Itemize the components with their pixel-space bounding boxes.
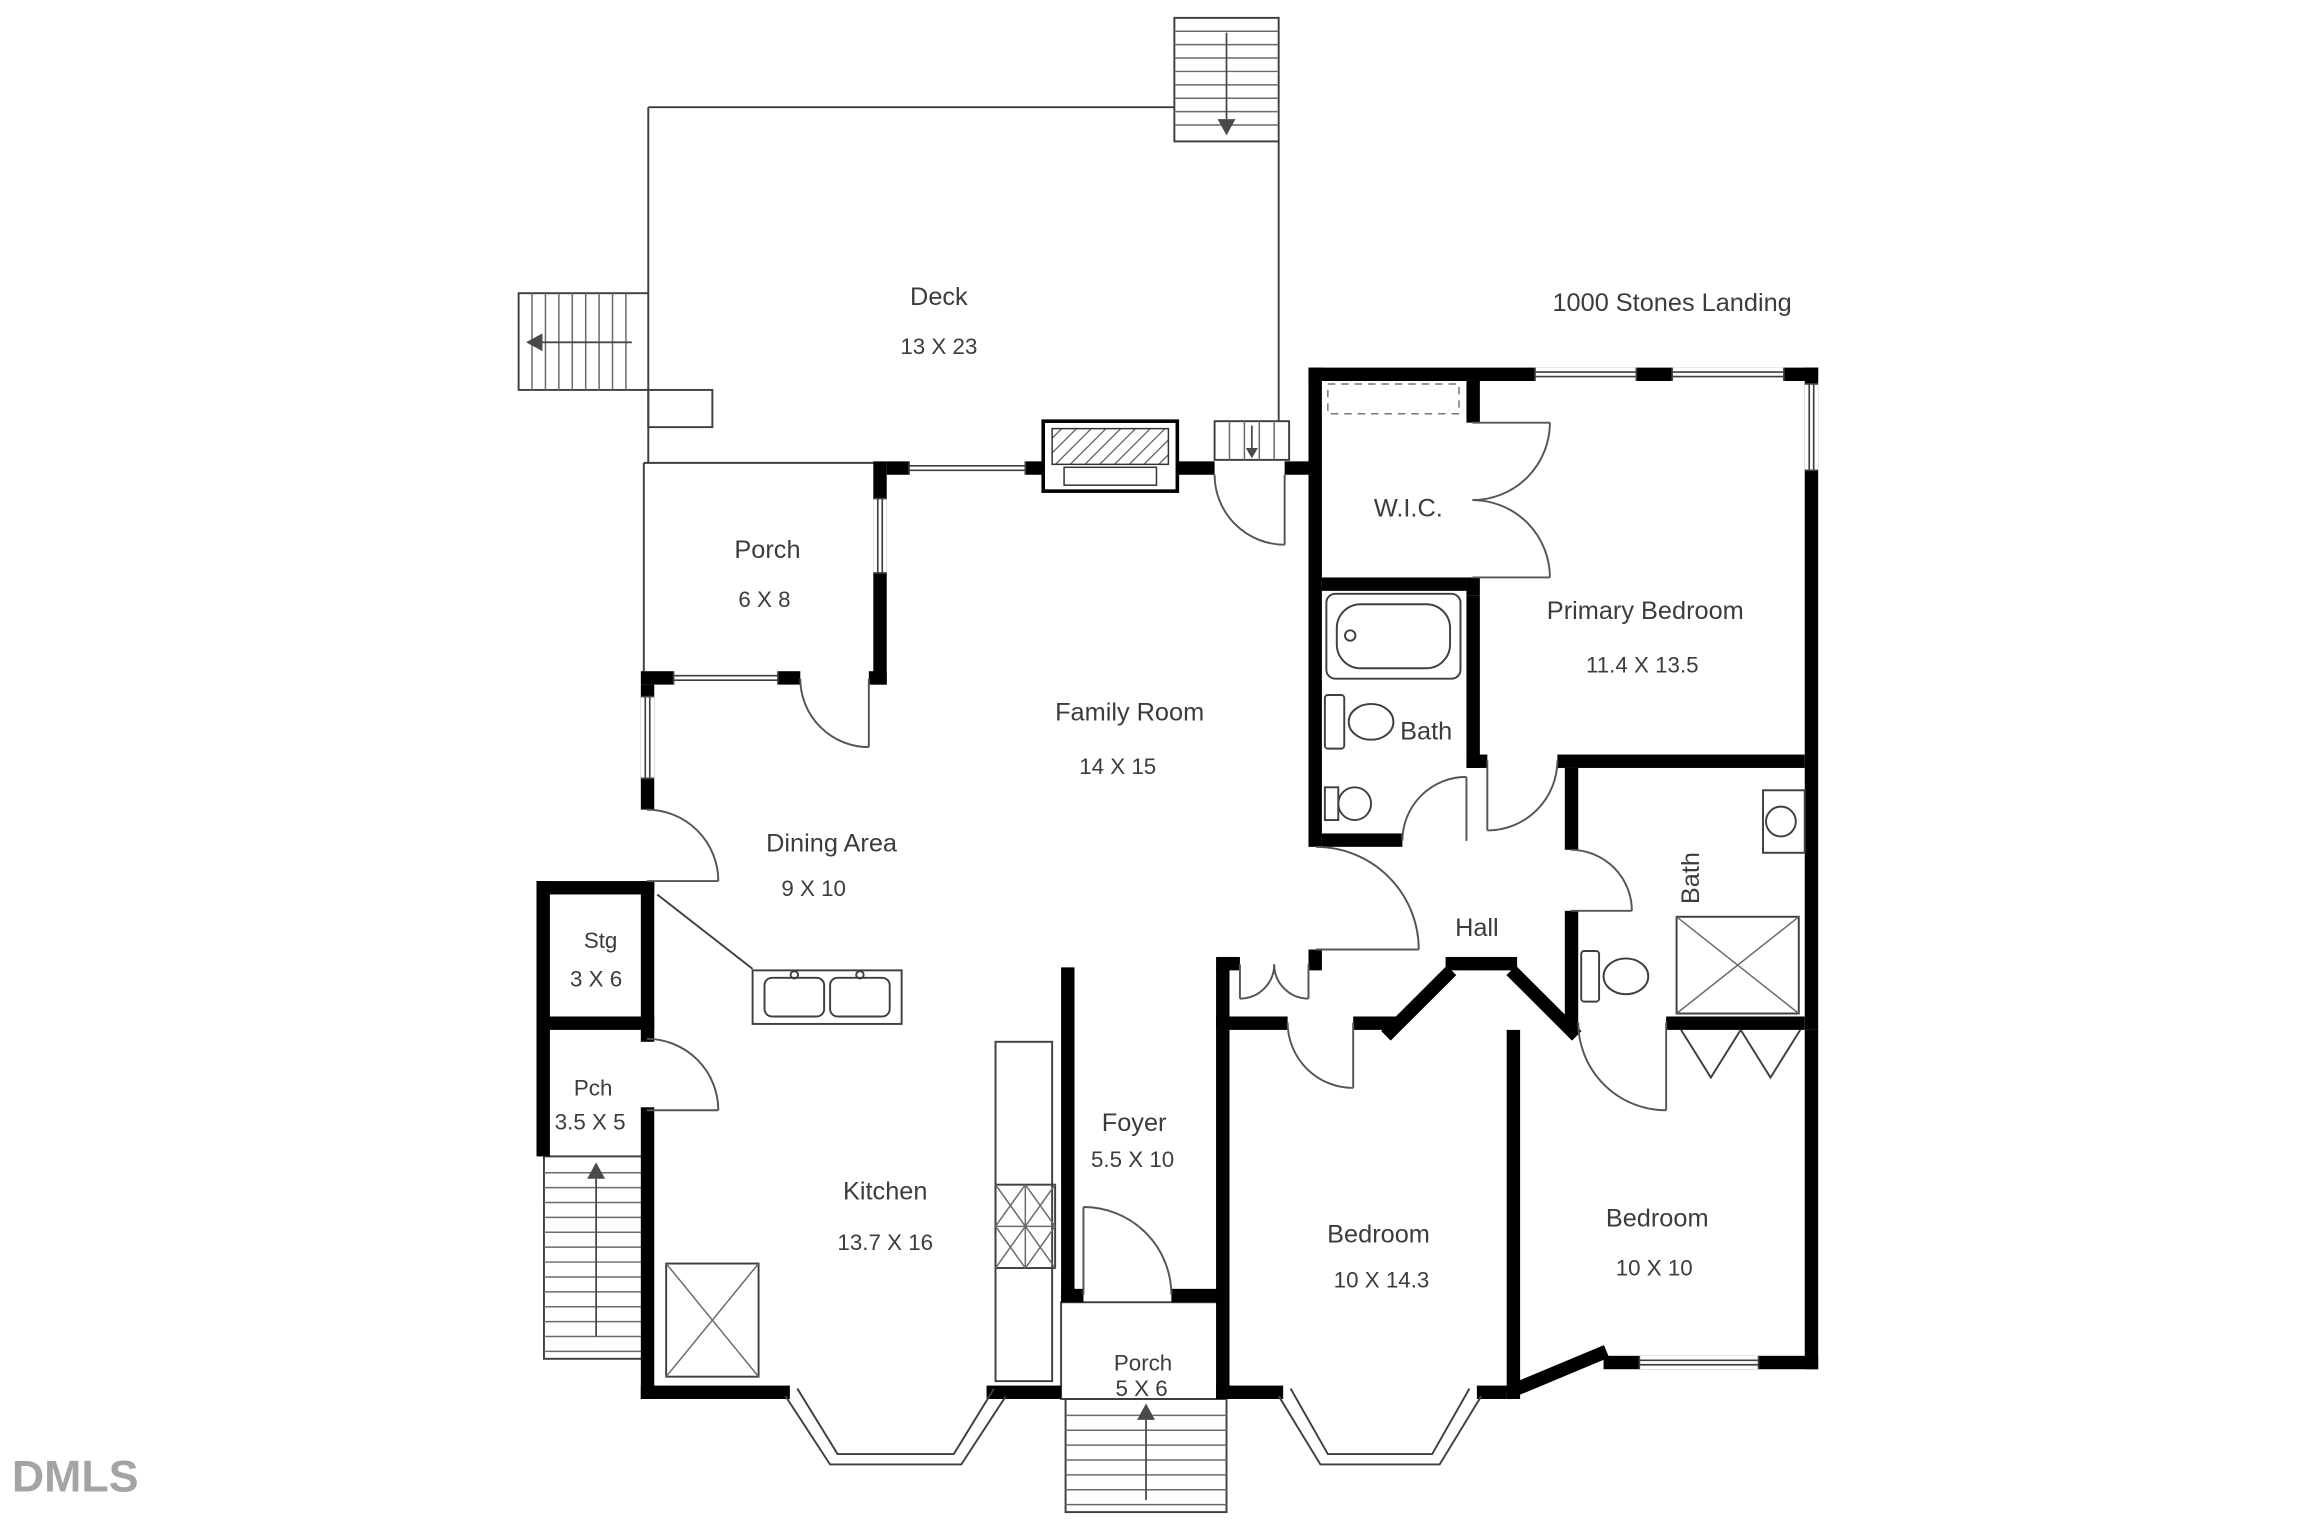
deck-entry-steps — [1213, 420, 1291, 461]
room-label-porch-front: Porch — [1114, 1351, 1172, 1376]
bathtub-icon — [1325, 592, 1462, 680]
room-label-kitchen: Kitchen — [843, 1178, 927, 1206]
door-porch-dining — [799, 678, 870, 749]
room-label-bedroom-2: Bedroom — [1606, 1204, 1709, 1232]
room-dims-primary-bedroom: 11.4 X 13.5 — [1586, 653, 1699, 678]
room-label-bedroom-1: Bedroom — [1327, 1221, 1430, 1249]
room-label-porch-upper: Porch — [734, 536, 800, 564]
room-dims-deck: 13 X 23 — [900, 334, 977, 359]
rear-stairs — [542, 1155, 650, 1360]
door-front-entry — [1082, 1206, 1173, 1295]
front-stairs — [1064, 1398, 1228, 1514]
kitchen-bay-window — [784, 1388, 1007, 1466]
corner-counter — [656, 893, 754, 970]
sink-pedestal — [1323, 786, 1340, 822]
room-dims-dining-area: 9 X 10 — [781, 876, 846, 901]
toilet-tank-icon — [1323, 694, 1346, 750]
room-dims-porch-front: 5 X 6 — [1115, 1376, 1167, 1401]
sink-basin-left — [763, 976, 826, 1018]
door-wic-right-leaf — [1472, 499, 1551, 579]
vanity-counter — [1762, 789, 1806, 854]
stair-direction-arrow — [1217, 119, 1236, 136]
shower-icon — [1675, 915, 1800, 1015]
room-label-bath-main: Bath — [1400, 718, 1452, 746]
room-label-bath-hall: Bath — [1677, 852, 1705, 904]
room-label-wic: W.I.C. — [1374, 494, 1443, 522]
deck-outline — [642, 106, 1280, 672]
bathtub-basin — [1335, 603, 1452, 670]
bedroom2-bifold-closet — [1680, 1029, 1802, 1080]
deck-stairs-left — [517, 292, 650, 391]
door-bath-main — [1401, 775, 1468, 841]
stair-direction-arrow — [1137, 1403, 1155, 1420]
kitchen-feature-box — [665, 1262, 760, 1378]
stair-direction-arrow — [526, 333, 543, 352]
sink-icon — [1337, 786, 1373, 822]
bath-main-fixtures — [1323, 592, 1462, 822]
faucet-icon — [855, 970, 865, 980]
fireplace — [1041, 419, 1180, 493]
room-label-primary-bedroom: Primary Bedroom — [1547, 597, 1744, 625]
room-dims-bedroom-2: 10 X 10 — [1616, 1255, 1693, 1280]
room-dims-porch-upper: 6 X 8 — [738, 587, 790, 612]
door-pch-kitchen — [646, 1037, 720, 1112]
labels: 1000 Stones Landing Deck 13 X 23 Porch 6… — [12, 283, 1792, 1501]
faucet-icon — [789, 970, 800, 980]
deck-stairs-top — [1173, 16, 1280, 143]
room-dims-storage: 3 X 6 — [570, 967, 622, 992]
room-label-family-room: Family Room — [1055, 698, 1204, 726]
door-hall-closet-right — [1273, 964, 1310, 1000]
door-bedroom1 — [1286, 1022, 1355, 1089]
sink-counter — [751, 969, 903, 1025]
door-family-deck — [1213, 474, 1286, 546]
bedroom1-bay-window — [1277, 1388, 1483, 1466]
room-label-foyer: Foyer — [1102, 1109, 1167, 1137]
watermark: DMLS — [12, 1452, 139, 1501]
door-bath-hall — [1570, 848, 1633, 912]
room-dims-family-room: 14 X 15 — [1079, 754, 1156, 779]
room-label-deck: Deck — [910, 283, 968, 311]
toilet-tank-icon — [1580, 950, 1601, 1003]
door-wic-left-leaf — [1472, 421, 1551, 502]
room-label-porch-side: Pch — [574, 1075, 613, 1100]
stair-direction-arrow — [587, 1162, 606, 1179]
door-bedroom2 — [1577, 1022, 1668, 1112]
sink-icon — [1765, 805, 1797, 838]
toilet-bowl-icon — [1602, 957, 1650, 996]
door-primary-bedroom — [1486, 760, 1559, 832]
room-label-dining-area: Dining Area — [766, 829, 898, 857]
room-dims-bedroom-1: 10 X 14.3 — [1334, 1267, 1430, 1292]
windows — [640, 367, 1819, 1370]
room-dims-foyer: 5.5 X 10 — [1091, 1147, 1174, 1172]
kitchen-fixtures — [656, 893, 1057, 1383]
tub-faucet-icon — [1344, 629, 1357, 642]
plan-title: 1000 Stones Landing — [1552, 289, 1791, 317]
toilet-bowl-icon — [1347, 702, 1395, 741]
door-dining-side — [646, 808, 720, 883]
doors — [646, 421, 1668, 1295]
door-family-hall — [1315, 845, 1420, 951]
room-label-storage: Stg — [584, 928, 618, 953]
room-label-hall: Hall — [1455, 914, 1499, 942]
door-hall-closet-left — [1238, 964, 1276, 1000]
stair-direction-arrow — [1245, 447, 1258, 459]
room-dims-porch-side: 3.5 X 5 — [555, 1110, 626, 1135]
walls — [536, 367, 1819, 1400]
room-dims-kitchen: 13.7 X 16 — [837, 1230, 933, 1255]
wic-shelf — [1327, 383, 1460, 415]
bath-hall-fixtures — [1580, 789, 1806, 1015]
sink-basin-right — [829, 976, 891, 1018]
